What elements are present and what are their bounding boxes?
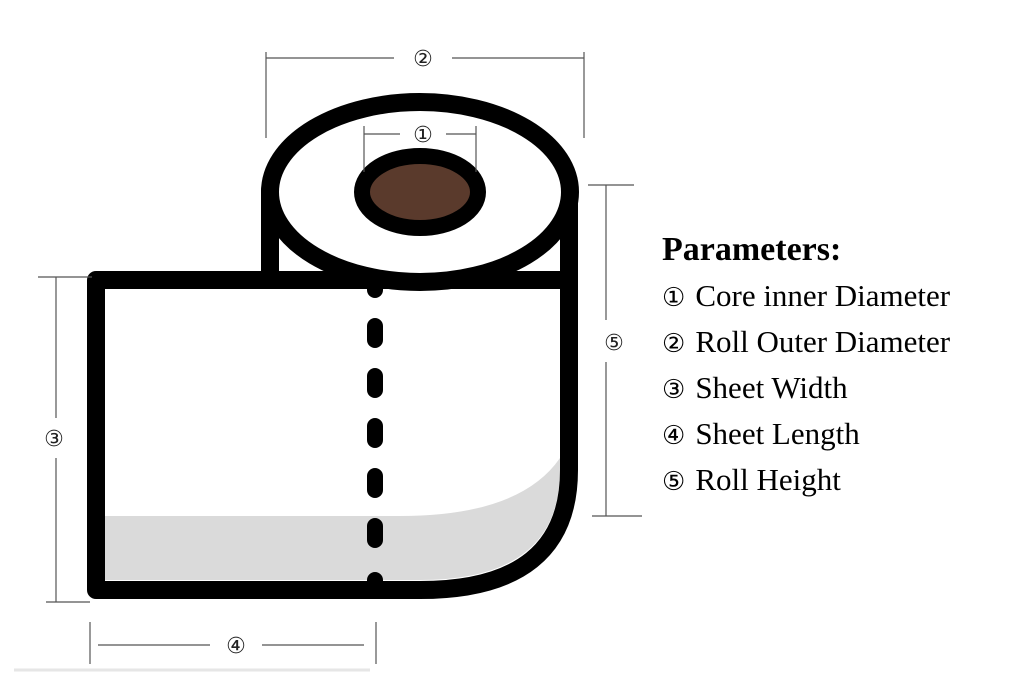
dimension-roll-outer-diameter: ② bbox=[265, 47, 585, 138]
marker-core-inner-diameter: ① bbox=[413, 123, 433, 148]
legend-item-roll-height: ⑤ Roll Height bbox=[662, 458, 1022, 504]
dimension-core-inner-diameter: ① bbox=[363, 123, 477, 172]
legend-label: Core inner Diameter bbox=[695, 278, 951, 313]
legend-item-core-inner-diameter: ① Core inner Diameter bbox=[662, 274, 1022, 320]
legend-label: Roll Outer Diameter bbox=[695, 324, 951, 359]
legend-number: ② bbox=[662, 329, 686, 359]
legend-item-sheet-width: ③ Sheet Width bbox=[662, 366, 1022, 412]
legend-title: Parameters: bbox=[662, 231, 842, 268]
marker-sheet-length: ④ bbox=[226, 634, 246, 659]
dimension-roll-height: ⑤ bbox=[588, 184, 642, 517]
legend-item-roll-outer-diameter: ② Roll Outer Diameter bbox=[662, 320, 1022, 366]
legend-label: Roll Height bbox=[695, 462, 841, 497]
marker-sheet-width: ③ bbox=[44, 427, 64, 452]
legend-number: ⑤ bbox=[662, 467, 686, 497]
dimension-sheet-length: ④ bbox=[89, 622, 377, 664]
legend-number: ① bbox=[662, 283, 686, 313]
legend-label: Sheet Length bbox=[695, 416, 860, 451]
legend-number: ④ bbox=[662, 421, 686, 451]
legend-number: ③ bbox=[662, 375, 686, 405]
paper-sheet bbox=[96, 280, 569, 590]
marker-roll-outer-diameter: ② bbox=[413, 47, 433, 72]
parameters-legend: Parameters: ① Core inner Diameter ② Roll… bbox=[662, 228, 1022, 504]
legend-label: Sheet Width bbox=[695, 370, 848, 405]
dimension-sheet-width: ③ bbox=[38, 276, 92, 603]
core-ring bbox=[354, 148, 486, 236]
legend-item-sheet-length: ④ Sheet Length bbox=[662, 412, 1022, 458]
perforation-line bbox=[367, 280, 383, 590]
sheet-outline bbox=[87, 271, 578, 599]
sheet-shadow bbox=[104, 458, 560, 580]
marker-roll-height: ⑤ bbox=[604, 331, 624, 356]
